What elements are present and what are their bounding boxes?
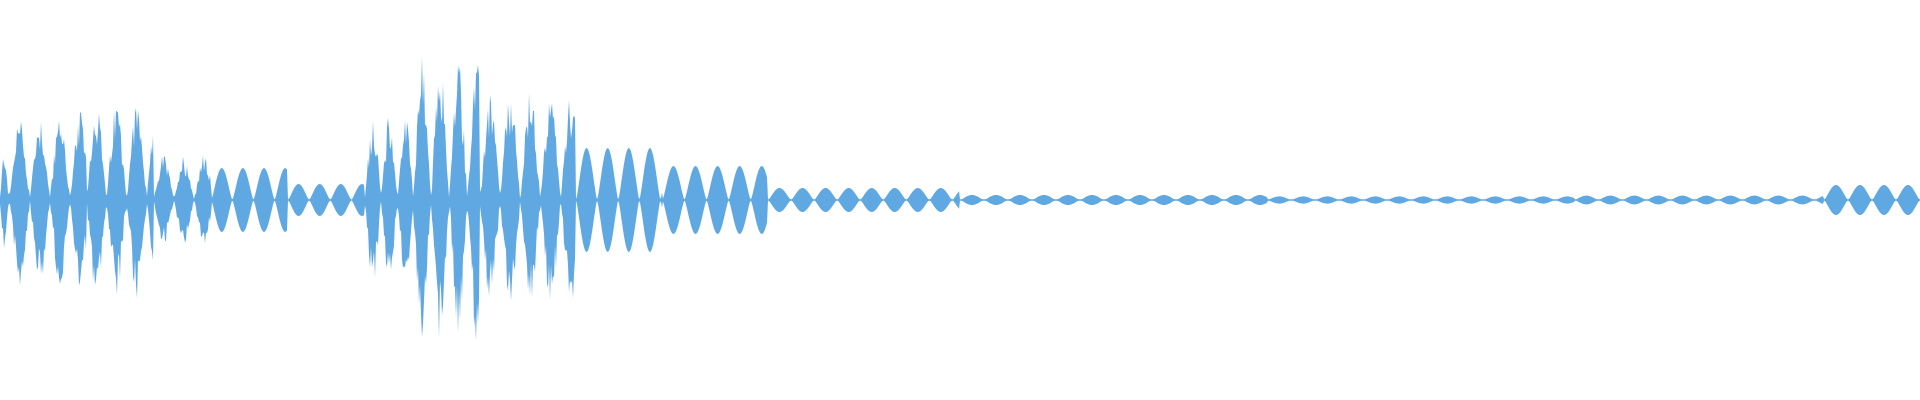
waveform-signal <box>0 56 1920 341</box>
